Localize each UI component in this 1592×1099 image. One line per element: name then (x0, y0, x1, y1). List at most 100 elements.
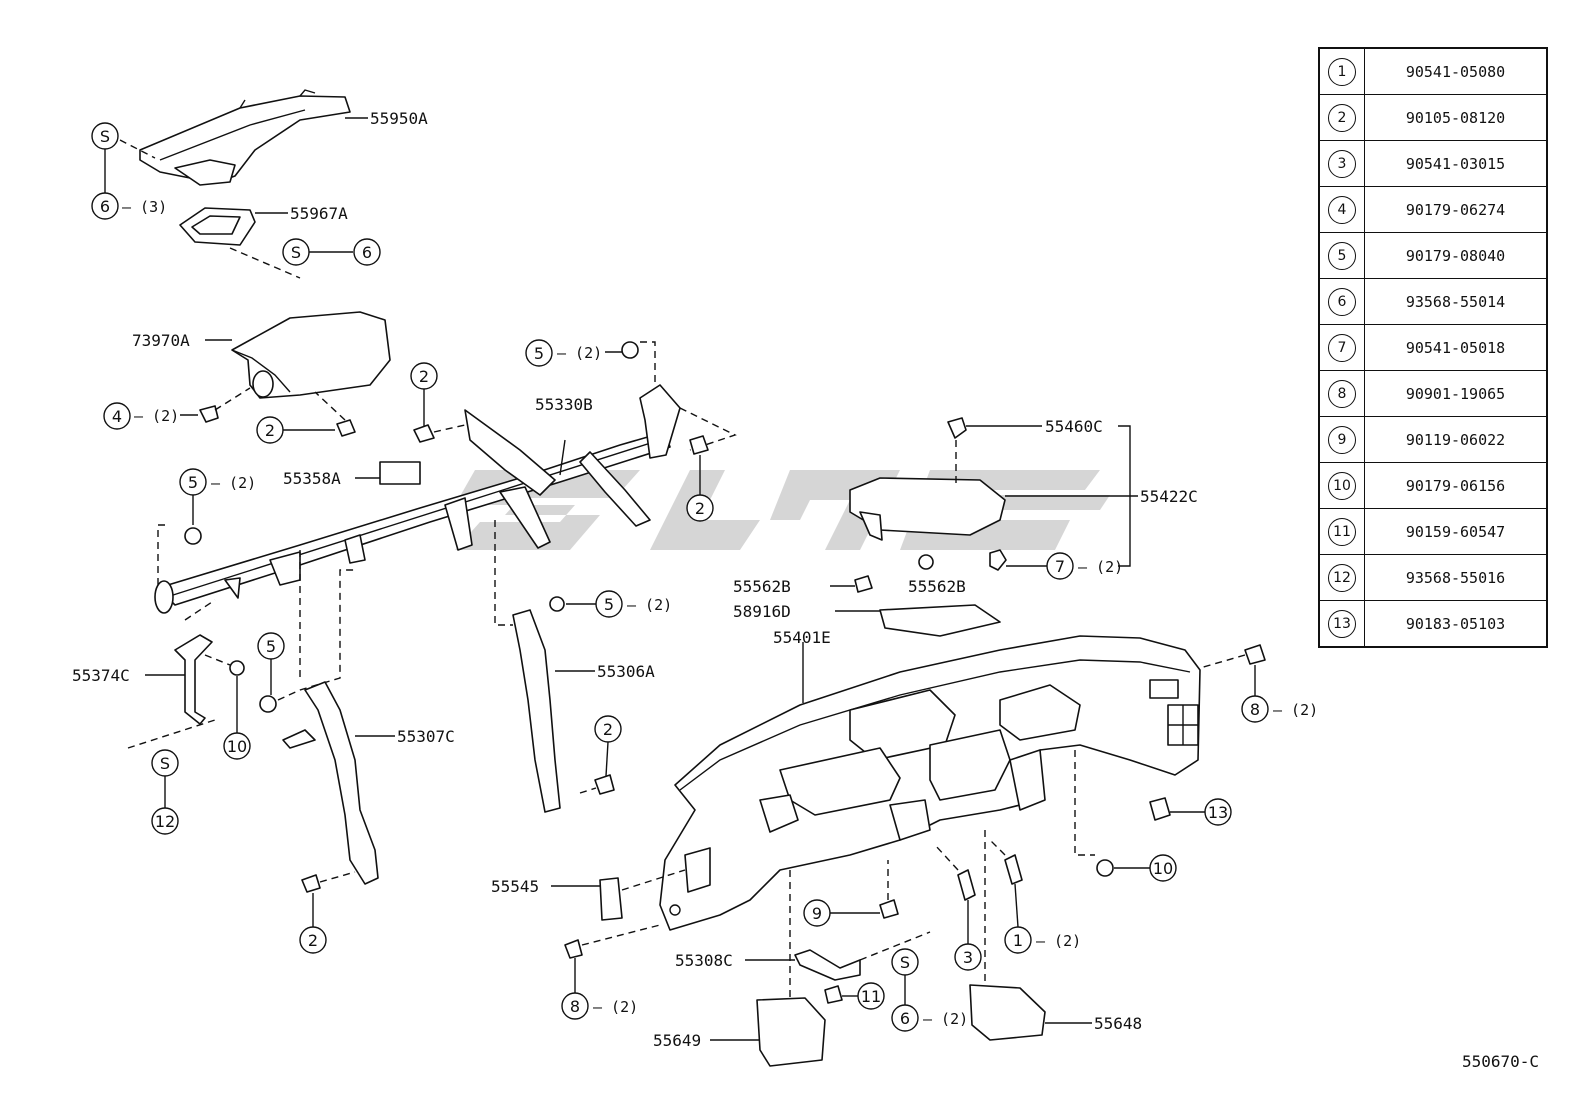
callout-55649: 55649 (653, 1031, 701, 1050)
callout-55308c: 55308C (675, 951, 733, 970)
callout-55460c: 55460C (1045, 417, 1103, 436)
marker-2-airbag: 2 (256, 416, 284, 444)
qty-5-top: – (2) (557, 344, 602, 362)
svg-text:2: 2 (603, 720, 613, 739)
callout-73970a: 73970A (132, 331, 190, 350)
marker-9: 9 (803, 899, 831, 927)
marker-6-top: 6 (91, 192, 119, 220)
qty-5-brace: – (2) (627, 596, 672, 614)
svg-text:2: 2 (695, 499, 705, 518)
svg-text:6: 6 (900, 1009, 910, 1028)
index-badge: 1 (1328, 57, 1356, 86)
marker-7: 7 (1046, 552, 1074, 580)
marker-s-bottom: S (891, 948, 919, 976)
qty-7: – (2) (1078, 558, 1123, 576)
callout-55401e: 55401E (773, 628, 831, 647)
parts-table-part-number: 90901-19065 (1364, 370, 1548, 417)
airbag-73970a (231, 311, 391, 399)
svg-text:8: 8 (1250, 700, 1260, 719)
svg-text:13: 13 (1208, 803, 1228, 822)
qty-top-6: – (3) (122, 198, 167, 216)
svg-text:S: S (160, 754, 170, 773)
svg-text:S: S (100, 127, 110, 146)
parts-table-index: 3 (1318, 140, 1365, 187)
index-badge: 5 (1328, 241, 1356, 270)
svg-text:S: S (291, 243, 301, 262)
index-badge: 2 (1328, 103, 1356, 132)
svg-text:2: 2 (265, 421, 275, 440)
parts-table-part-number: 90119-06022 (1364, 416, 1548, 463)
qty-4: – (2) (134, 407, 179, 425)
marker-11: 11 (857, 982, 885, 1010)
parts-table-row: 8 90901-19065 (1318, 370, 1548, 417)
index-badge: 8 (1328, 379, 1356, 408)
marker-6-mid: 6 (353, 238, 381, 266)
duct-55967a (179, 207, 256, 246)
marker-6-bottom: 6 (891, 1004, 919, 1032)
cover-55545 (599, 877, 623, 921)
index-badge: 4 (1328, 195, 1356, 224)
marker-2-right: 2 (686, 494, 714, 522)
marker-s-mid: S (282, 238, 310, 266)
callout-55306a: 55306A (597, 662, 655, 681)
svg-text:2: 2 (419, 367, 429, 386)
parts-table-index: 6 (1318, 278, 1365, 325)
svg-text:5: 5 (266, 637, 276, 656)
index-badge: 13 (1328, 609, 1356, 638)
marker-5-mid: 5 (257, 632, 285, 660)
marker-2-brace: 2 (594, 715, 622, 743)
marker-2-upper: 2 (410, 362, 438, 390)
index-badge: 10 (1328, 471, 1356, 500)
marker-5-left: 5 (179, 468, 207, 496)
marker-10-left: 10 (223, 732, 251, 760)
index-badge: 7 (1328, 333, 1356, 362)
parts-table-index: 4 (1318, 186, 1365, 233)
callout-55967a: 55967A (290, 204, 348, 223)
svg-text:8: 8 (570, 997, 580, 1016)
parts-table-index: 10 (1318, 462, 1365, 509)
parts-table-index: 5 (1318, 232, 1365, 279)
brace-55307c (282, 681, 379, 885)
callout-58916d: 58916D (733, 602, 791, 621)
parts-table-index: 8 (1318, 370, 1365, 417)
parts-table-index: 7 (1318, 324, 1365, 371)
marker-2-bottom: 2 (299, 926, 327, 954)
qty-8-left: – (2) (593, 998, 638, 1016)
parts-table-index: 12 (1318, 554, 1365, 601)
index-badge: 3 (1328, 149, 1356, 178)
callout-55374c: 55374C (72, 666, 130, 685)
parts-table-part-number: 93568-55016 (1364, 554, 1548, 601)
parts-table-part-number: 90541-05018 (1364, 324, 1548, 371)
marker-13: 13 (1204, 798, 1232, 826)
parts-table-part-number: 90183-05103 (1364, 600, 1548, 648)
parts-table-index: 2 (1318, 94, 1365, 141)
svg-text:1: 1 (1013, 931, 1023, 950)
bracket-55374c (174, 634, 213, 725)
svg-text:12: 12 (155, 812, 175, 831)
callout-55422c: 55422C (1140, 487, 1198, 506)
reinforcement-55330b (154, 384, 681, 614)
cover-55649 (756, 997, 826, 1067)
callout-55562b-left: 55562B (733, 577, 791, 596)
callout-55562b-right: 55562B (908, 577, 966, 596)
instrument-panel-55401e (659, 635, 1201, 931)
parts-table-index: 11 (1318, 508, 1365, 555)
svg-text:5: 5 (188, 473, 198, 492)
parts-table-part-number: 90541-05080 (1364, 47, 1548, 95)
qty-5-left: – (2) (211, 474, 256, 492)
label-55358a (379, 461, 421, 485)
svg-text:9: 9 (812, 904, 822, 923)
qty-6-bottom: – (2) (923, 1010, 968, 1028)
parts-table-part-number: 93568-55014 (1364, 278, 1548, 325)
svg-text:10: 10 (227, 737, 247, 756)
cover-55648 (969, 984, 1046, 1041)
marker-12: 12 (151, 807, 179, 835)
callout-55330b: 55330B (535, 395, 593, 414)
svg-text:5: 5 (534, 344, 544, 363)
svg-text:7: 7 (1055, 557, 1065, 576)
